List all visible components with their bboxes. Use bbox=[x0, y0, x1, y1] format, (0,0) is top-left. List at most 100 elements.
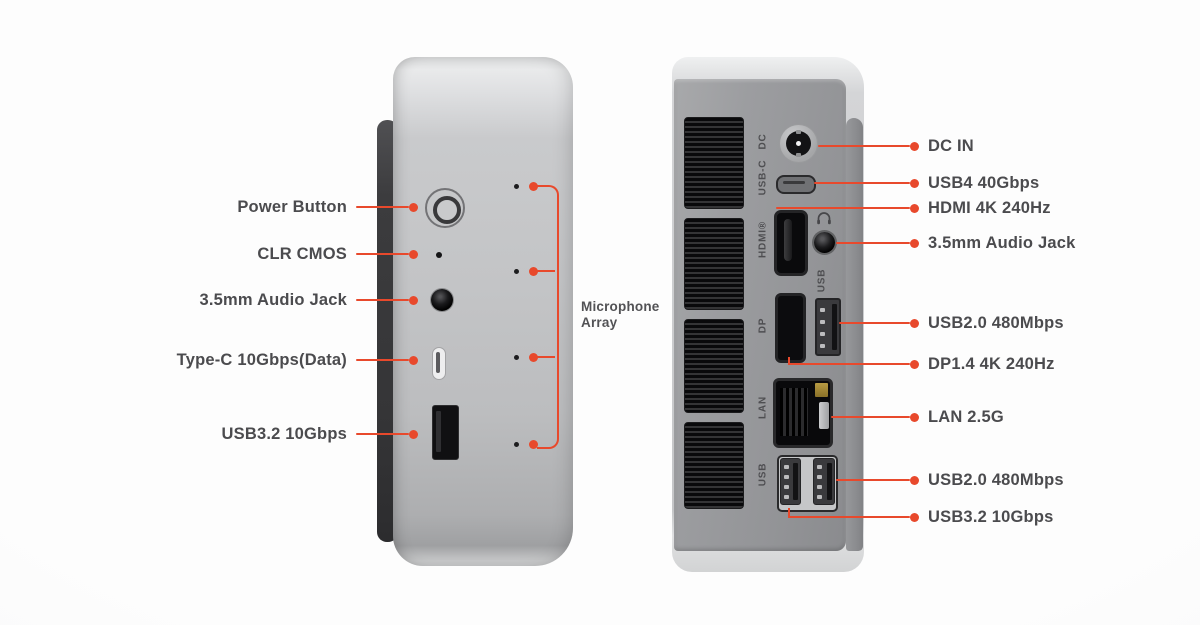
callout-dot bbox=[409, 295, 418, 305]
callout-label: USB3.2 10Gbps bbox=[221, 425, 347, 443]
vent-grille bbox=[684, 422, 744, 509]
usb-pin bbox=[784, 485, 789, 489]
lan-port bbox=[773, 378, 833, 448]
callout-lan: LAN 2.5G bbox=[831, 407, 1004, 427]
mic-hole bbox=[514, 269, 519, 274]
callout-dot bbox=[910, 512, 919, 522]
power-button-center bbox=[433, 196, 461, 224]
callout-stub-usb32 bbox=[788, 508, 790, 518]
callout-label: DC IN bbox=[928, 137, 974, 155]
callout-dot bbox=[910, 475, 919, 485]
dc-center-pin bbox=[796, 141, 801, 146]
callout-dot bbox=[409, 202, 418, 212]
microphone-array-bracket bbox=[537, 185, 559, 449]
usb-slot bbox=[827, 463, 832, 500]
callout-label: HDMI 4K 240Hz bbox=[928, 199, 1051, 217]
panel-label-hdmi: HDMI® bbox=[757, 221, 769, 258]
mic-marker-dot bbox=[529, 267, 538, 276]
callout-line bbox=[789, 516, 910, 518]
mic-bracket-stub bbox=[537, 270, 555, 272]
callout-dc-in: DC IN bbox=[818, 136, 974, 156]
callout-usb32-rear: USB3.2 10Gbps bbox=[789, 507, 1053, 527]
mic-hole bbox=[514, 442, 519, 447]
left-device-body bbox=[393, 57, 573, 566]
callout-label: DP1.4 4K 240Hz bbox=[928, 355, 1055, 373]
callout-audio-jack-side: 3.5mm Audio Jack bbox=[0, 290, 418, 310]
displayport-slot bbox=[784, 303, 791, 351]
left-device-edge bbox=[377, 120, 398, 542]
usb-pin bbox=[817, 495, 822, 499]
callout-line bbox=[789, 363, 910, 365]
callout-audio-jack-rear: 3.5mm Audio Jack bbox=[836, 233, 1075, 253]
dc-notch bbox=[796, 153, 801, 157]
callout-dot bbox=[910, 178, 919, 188]
callout-usb2-top: USB2.0 480Mbps bbox=[839, 313, 1064, 333]
callout-line bbox=[814, 182, 910, 184]
type-c-slot bbox=[436, 352, 440, 373]
callout-dot bbox=[910, 412, 919, 422]
callout-label: Type-C 10Gbps(Data) bbox=[176, 351, 347, 369]
usb2-port-bottom bbox=[780, 458, 801, 505]
mic-marker-dot bbox=[529, 353, 538, 362]
callout-line bbox=[356, 359, 409, 361]
displayport-port bbox=[775, 293, 806, 363]
callout-line bbox=[356, 299, 409, 301]
type-c-port-side bbox=[432, 347, 446, 380]
usb4-slot bbox=[783, 181, 805, 184]
callout-clr-cmos: CLR CMOS bbox=[0, 244, 418, 264]
hdmi-slot bbox=[784, 219, 792, 261]
panel-label-dp: DP bbox=[757, 317, 769, 334]
mic-marker-dot bbox=[529, 182, 538, 191]
dc-notch bbox=[796, 130, 801, 134]
callout-line bbox=[818, 145, 910, 147]
callout-dot bbox=[910, 318, 919, 328]
usb-pin bbox=[820, 332, 825, 336]
callout-label: USB4 40Gbps bbox=[928, 174, 1040, 192]
callout-dot bbox=[910, 141, 919, 151]
lan-clip bbox=[819, 402, 829, 429]
panel-label-usb-c: USB-C bbox=[757, 159, 769, 196]
callout-line bbox=[356, 433, 409, 435]
callout-dot bbox=[910, 238, 919, 248]
callout-dot bbox=[409, 355, 418, 365]
callout-dot bbox=[409, 429, 418, 439]
mic-hole bbox=[514, 355, 519, 360]
callout-dp: DP1.4 4K 240Hz bbox=[789, 354, 1055, 374]
usb-pin bbox=[784, 465, 789, 469]
mic-marker-dot bbox=[529, 440, 538, 449]
lan-gold-contacts bbox=[815, 383, 828, 397]
usb-pin bbox=[817, 485, 822, 489]
callout-usb32-side: USB3.2 10Gbps bbox=[0, 424, 418, 444]
panel-label-usb-bottom: USB bbox=[757, 462, 769, 487]
callout-line bbox=[836, 479, 910, 481]
usb-a-port-side bbox=[432, 405, 459, 460]
callout-line bbox=[831, 416, 910, 418]
callout-label: USB3.2 10Gbps bbox=[928, 508, 1054, 526]
callout-dot bbox=[910, 359, 919, 369]
headphone-icon bbox=[817, 212, 831, 225]
callout-dot bbox=[409, 249, 418, 259]
vent-grille bbox=[684, 117, 744, 209]
mic-hole bbox=[514, 184, 519, 189]
callout-dot bbox=[910, 203, 919, 213]
power-button bbox=[425, 188, 465, 228]
microphone-array-label: Microphone Array bbox=[581, 299, 660, 331]
hdmi-port bbox=[774, 210, 808, 276]
vent-grille bbox=[684, 218, 744, 310]
usb32-port-bottom bbox=[813, 458, 835, 505]
vent-grille bbox=[684, 319, 744, 413]
right-device-side-edge bbox=[846, 118, 863, 551]
callout-usb4: USB4 40Gbps bbox=[814, 173, 1039, 193]
callout-line bbox=[356, 206, 409, 208]
usb-pin bbox=[820, 320, 825, 324]
callout-label: USB2.0 480Mbps bbox=[928, 471, 1064, 489]
callout-line bbox=[839, 322, 910, 324]
usb-pin bbox=[784, 495, 789, 499]
callout-label: Power Button bbox=[237, 198, 347, 216]
audio-jack-side bbox=[431, 289, 453, 311]
usb-pin bbox=[784, 475, 789, 479]
callout-hdmi: HDMI 4K 240Hz bbox=[776, 198, 1051, 218]
callout-line bbox=[836, 242, 910, 244]
callout-usb2-bottom: USB2.0 480Mbps bbox=[836, 470, 1064, 490]
